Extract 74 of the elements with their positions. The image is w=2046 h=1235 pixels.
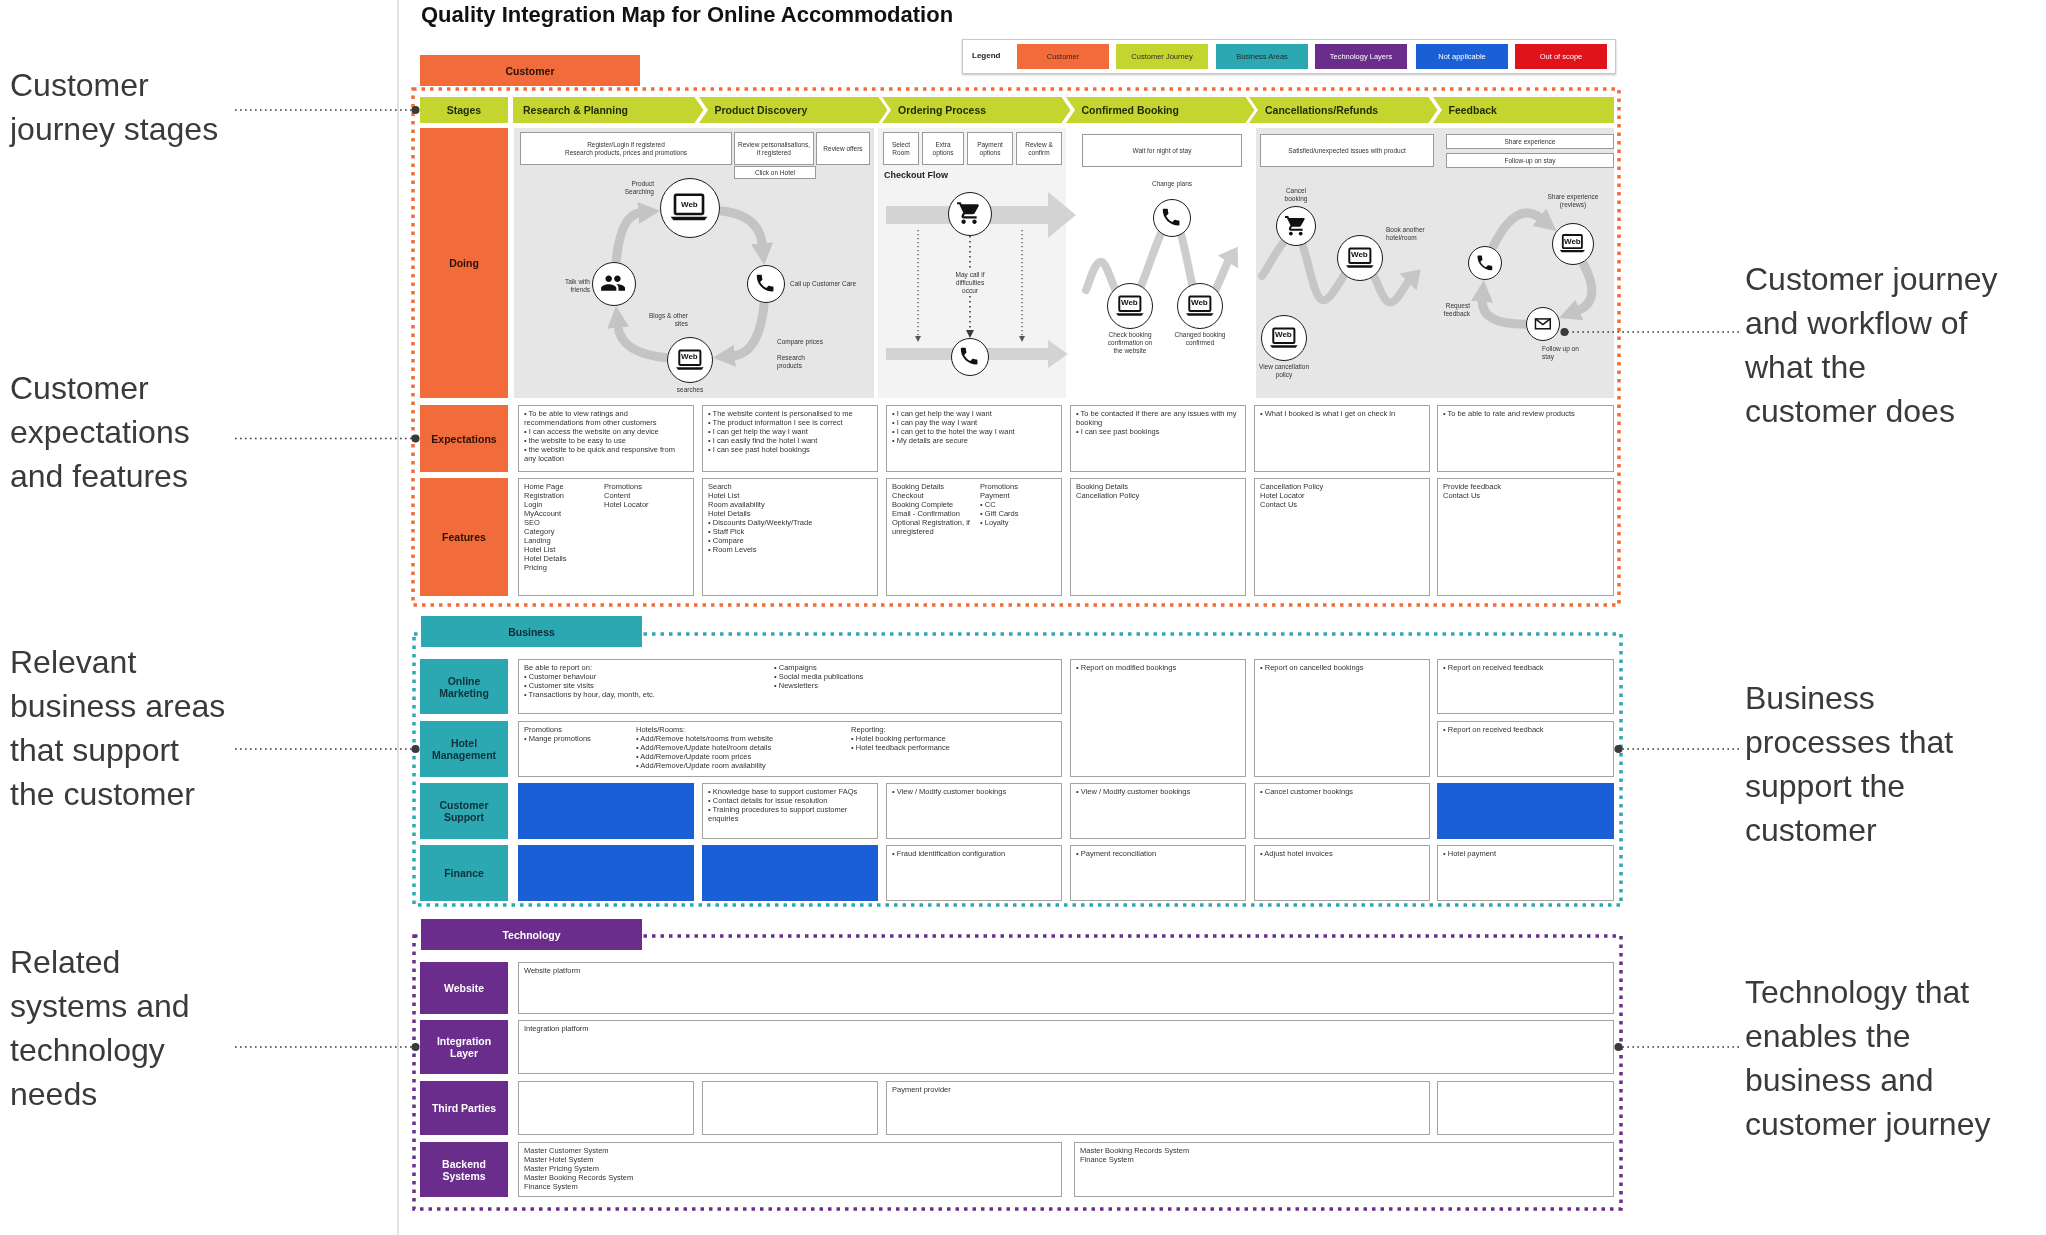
features-card: [1437, 478, 1614, 596]
row-header: Stages: [420, 97, 508, 123]
stage-band: Feedback: [1430, 97, 1614, 123]
row-header: Features: [420, 478, 508, 596]
leader-line: [234, 1042, 420, 1052]
stage-band: Product Discovery: [696, 97, 889, 123]
annotation-text: Customer expectations and features: [10, 366, 229, 498]
process-card: [518, 721, 1062, 777]
stage-band: Ordering Process: [880, 97, 1073, 123]
screen-text: Web: [680, 352, 699, 363]
cycle-arrow: [611, 202, 660, 263]
cycle-arrow: [719, 206, 773, 265]
annotation-text: Relevant business areas that support the customer: [10, 640, 229, 816]
not-applicable-block: [702, 845, 878, 901]
features-card: [702, 478, 878, 596]
annotation-text: Customer journey stages: [10, 63, 229, 151]
cycle-arrow: [607, 306, 668, 363]
screen-text: Web: [1190, 298, 1209, 309]
row-header: Hotel Management: [420, 721, 508, 777]
row-header: Integration Layer: [420, 1020, 508, 1074]
row-header: Doing: [420, 128, 508, 398]
features-card: [518, 478, 694, 596]
cycle-arrow: [1471, 279, 1527, 329]
leader-line: [234, 105, 420, 115]
system-card: [1074, 1142, 1614, 1197]
system-card: [702, 1081, 878, 1135]
stage-band: Cancellations/Refunds: [1247, 97, 1440, 123]
expectations-card: [886, 405, 1062, 472]
screen-text: Web: [1350, 250, 1369, 261]
annotation-text: Related systems and technology needs: [10, 940, 229, 1116]
row-header: Expectations: [420, 405, 508, 472]
not-applicable-block: [1437, 783, 1614, 839]
row-header: Third Parties: [420, 1081, 508, 1135]
row-header: Website: [420, 962, 508, 1014]
row-header: Backend Systems: [420, 1142, 508, 1197]
legend-title: Legend: [972, 51, 1001, 60]
screen-text: Web: [1563, 236, 1582, 247]
stage-band: Confirmed Booking: [1063, 97, 1256, 123]
leader-line: [234, 434, 420, 443]
leader-line: [234, 744, 420, 754]
screen-text: Web: [1274, 330, 1293, 341]
cycle-arrow: [713, 302, 769, 367]
process-card: [702, 783, 878, 839]
expectations-card: [1070, 405, 1246, 472]
features-card: [886, 478, 1062, 596]
cycle-arrow: [1488, 208, 1558, 250]
stage-band: Research & Planning: [513, 97, 706, 123]
section-tab: Technology: [421, 919, 642, 950]
screen-text: Web: [1120, 298, 1139, 309]
row-header: Customer Support: [420, 783, 508, 839]
features-card: [1070, 478, 1246, 596]
system-card: [1437, 1081, 1614, 1135]
expectations-card: [702, 405, 878, 472]
leader-line: [1614, 744, 1740, 754]
row-header: Finance: [420, 845, 508, 901]
screen-text: Web: [680, 199, 699, 210]
annotation-text: Business processes that support the customer: [1745, 676, 2003, 852]
system-card: [518, 1142, 1062, 1197]
features-card: [1254, 478, 1430, 596]
leader-line: [1560, 327, 1740, 337]
row-header: Online Marketing: [420, 659, 508, 714]
leader-line: [1614, 1042, 1740, 1052]
diagram-title: Quality Integration Map for Online Accommodation: [421, 2, 954, 28]
annotation-text: Technology that enables the business and customer journey: [1745, 970, 2003, 1146]
not-applicable-block: [518, 845, 694, 901]
section-tab: Business: [421, 616, 642, 647]
annotation-text: Customer journey and workflow of what the customer does: [1745, 257, 2003, 433]
area-title: Checkout Flow: [884, 170, 948, 180]
section-tab: Customer: [420, 55, 640, 86]
not-applicable-block: [518, 783, 694, 839]
expectations-card: [518, 405, 694, 472]
activity-box: [520, 132, 732, 165]
process-card: [518, 659, 1062, 714]
system-card: [518, 1081, 694, 1135]
